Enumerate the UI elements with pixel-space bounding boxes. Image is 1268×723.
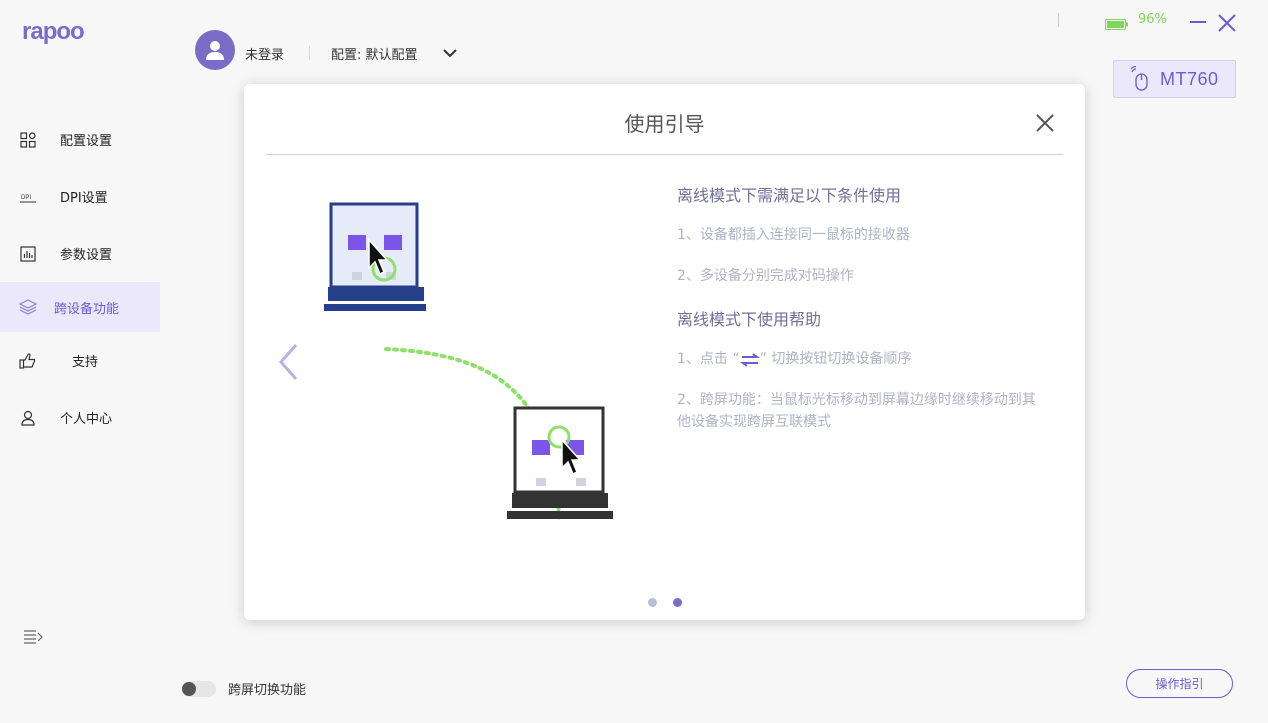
avatar[interactable]: [195, 30, 235, 70]
sidebar-item-profile[interactable]: 个人中心: [0, 389, 160, 446]
sidebar-item-params[interactable]: 参数设置: [0, 225, 160, 282]
swap-arrows-icon: [739, 352, 760, 367]
chart-icon: [18, 244, 38, 264]
cross-screen-illustration: [324, 202, 613, 521]
usage-guide-modal: 使用引导: [244, 84, 1085, 620]
chevron-left-icon[interactable]: [276, 342, 302, 382]
laptop-icon: [324, 202, 426, 311]
minimize-icon[interactable]: [1188, 12, 1208, 32]
list-item: 1、设备都插入连接同一鼠标的接收器: [677, 227, 910, 243]
laptop-icon: [507, 406, 613, 519]
device-name: MT760: [1160, 68, 1219, 89]
dpi-icon: DPI: [18, 187, 38, 207]
sidebar-item-support[interactable]: 支持: [0, 332, 160, 389]
battery-percent: 96%: [1138, 12, 1167, 27]
user-icon: [18, 408, 38, 428]
list-item: 2、跨屏功能：当鼠标光标移动到屏幕边缘时继续移动到其他设备实现跨屏互联模式: [677, 392, 1036, 430]
user-avatar-icon: [206, 41, 224, 60]
layers-icon: [18, 297, 38, 317]
collapse-sidebar-icon[interactable]: [22, 627, 46, 647]
cross-screen-toggle[interactable]: [182, 681, 216, 697]
toggle-knob: [182, 682, 196, 696]
config-selector-label[interactable]: 配置: 默认配置: [331, 48, 418, 63]
window-controls-divider: [1058, 13, 1059, 27]
close-icon[interactable]: [1034, 112, 1056, 134]
list-item-prefix: 1、点击 “: [677, 351, 740, 367]
modal-title: 使用引导: [624, 112, 705, 136]
login-status[interactable]: 未登录: [245, 48, 285, 63]
operation-guide-button[interactable]: 操作指引: [1126, 669, 1233, 698]
sidebar-item-label: 支持: [72, 355, 99, 370]
sidebar-item-label: 参数设置: [60, 248, 113, 263]
thumbs-up-icon: [18, 351, 38, 371]
sidebar-item-label: 配置设置: [60, 134, 113, 149]
sidebar-nav: 配置设置 DPI DPI设置 参数设置: [0, 111, 160, 446]
rapoo-logo: rapoo: [22, 18, 85, 45]
chevron-down-icon[interactable]: [441, 45, 459, 61]
sidebar-item-label: 个人中心: [60, 412, 113, 427]
list-item: 2、多设备分别完成对码操作: [677, 268, 854, 284]
sidebar: rapoo 配置设置 DPI DPI设置: [0, 0, 160, 723]
battery-icon: [1105, 15, 1129, 30]
section-title: 离线模式下需满足以下条件使用: [677, 186, 902, 205]
sidebar-item-cross-device[interactable]: 跨设备功能: [0, 282, 160, 332]
sidebar-item-config[interactable]: 配置设置: [0, 111, 160, 168]
header-divider: [309, 46, 310, 60]
sidebar-item-label: 跨设备功能: [54, 301, 120, 317]
sidebar-item-dpi[interactable]: DPI DPI设置: [0, 168, 160, 225]
window-close-icon[interactable]: [1216, 12, 1238, 34]
pagination-dots: [648, 598, 682, 607]
list-item: 1、点击 “ ” 切换按钮切换设备顺序: [677, 348, 1037, 370]
guide-info: 离线模式下需满足以下条件使用 1、设备都插入连接同一鼠标的接收器 2、多设备分别…: [677, 182, 1037, 452]
section-title: 离线模式下使用帮助: [677, 310, 822, 329]
device-badge[interactable]: MT760: [1113, 60, 1236, 98]
page-dot-active[interactable]: [673, 598, 682, 607]
list-item-suffix: ” 切换按钮切换设备顺序: [759, 351, 912, 367]
toggle-label: 跨屏切换功能: [228, 683, 307, 698]
wireless-mouse-icon: [1130, 65, 1152, 92]
grid-icon: [18, 130, 38, 150]
page-dot[interactable]: [648, 598, 657, 607]
sidebar-item-label: DPI设置: [60, 191, 108, 206]
modal-divider: [266, 154, 1063, 155]
svg-text:DPI: DPI: [21, 195, 31, 201]
